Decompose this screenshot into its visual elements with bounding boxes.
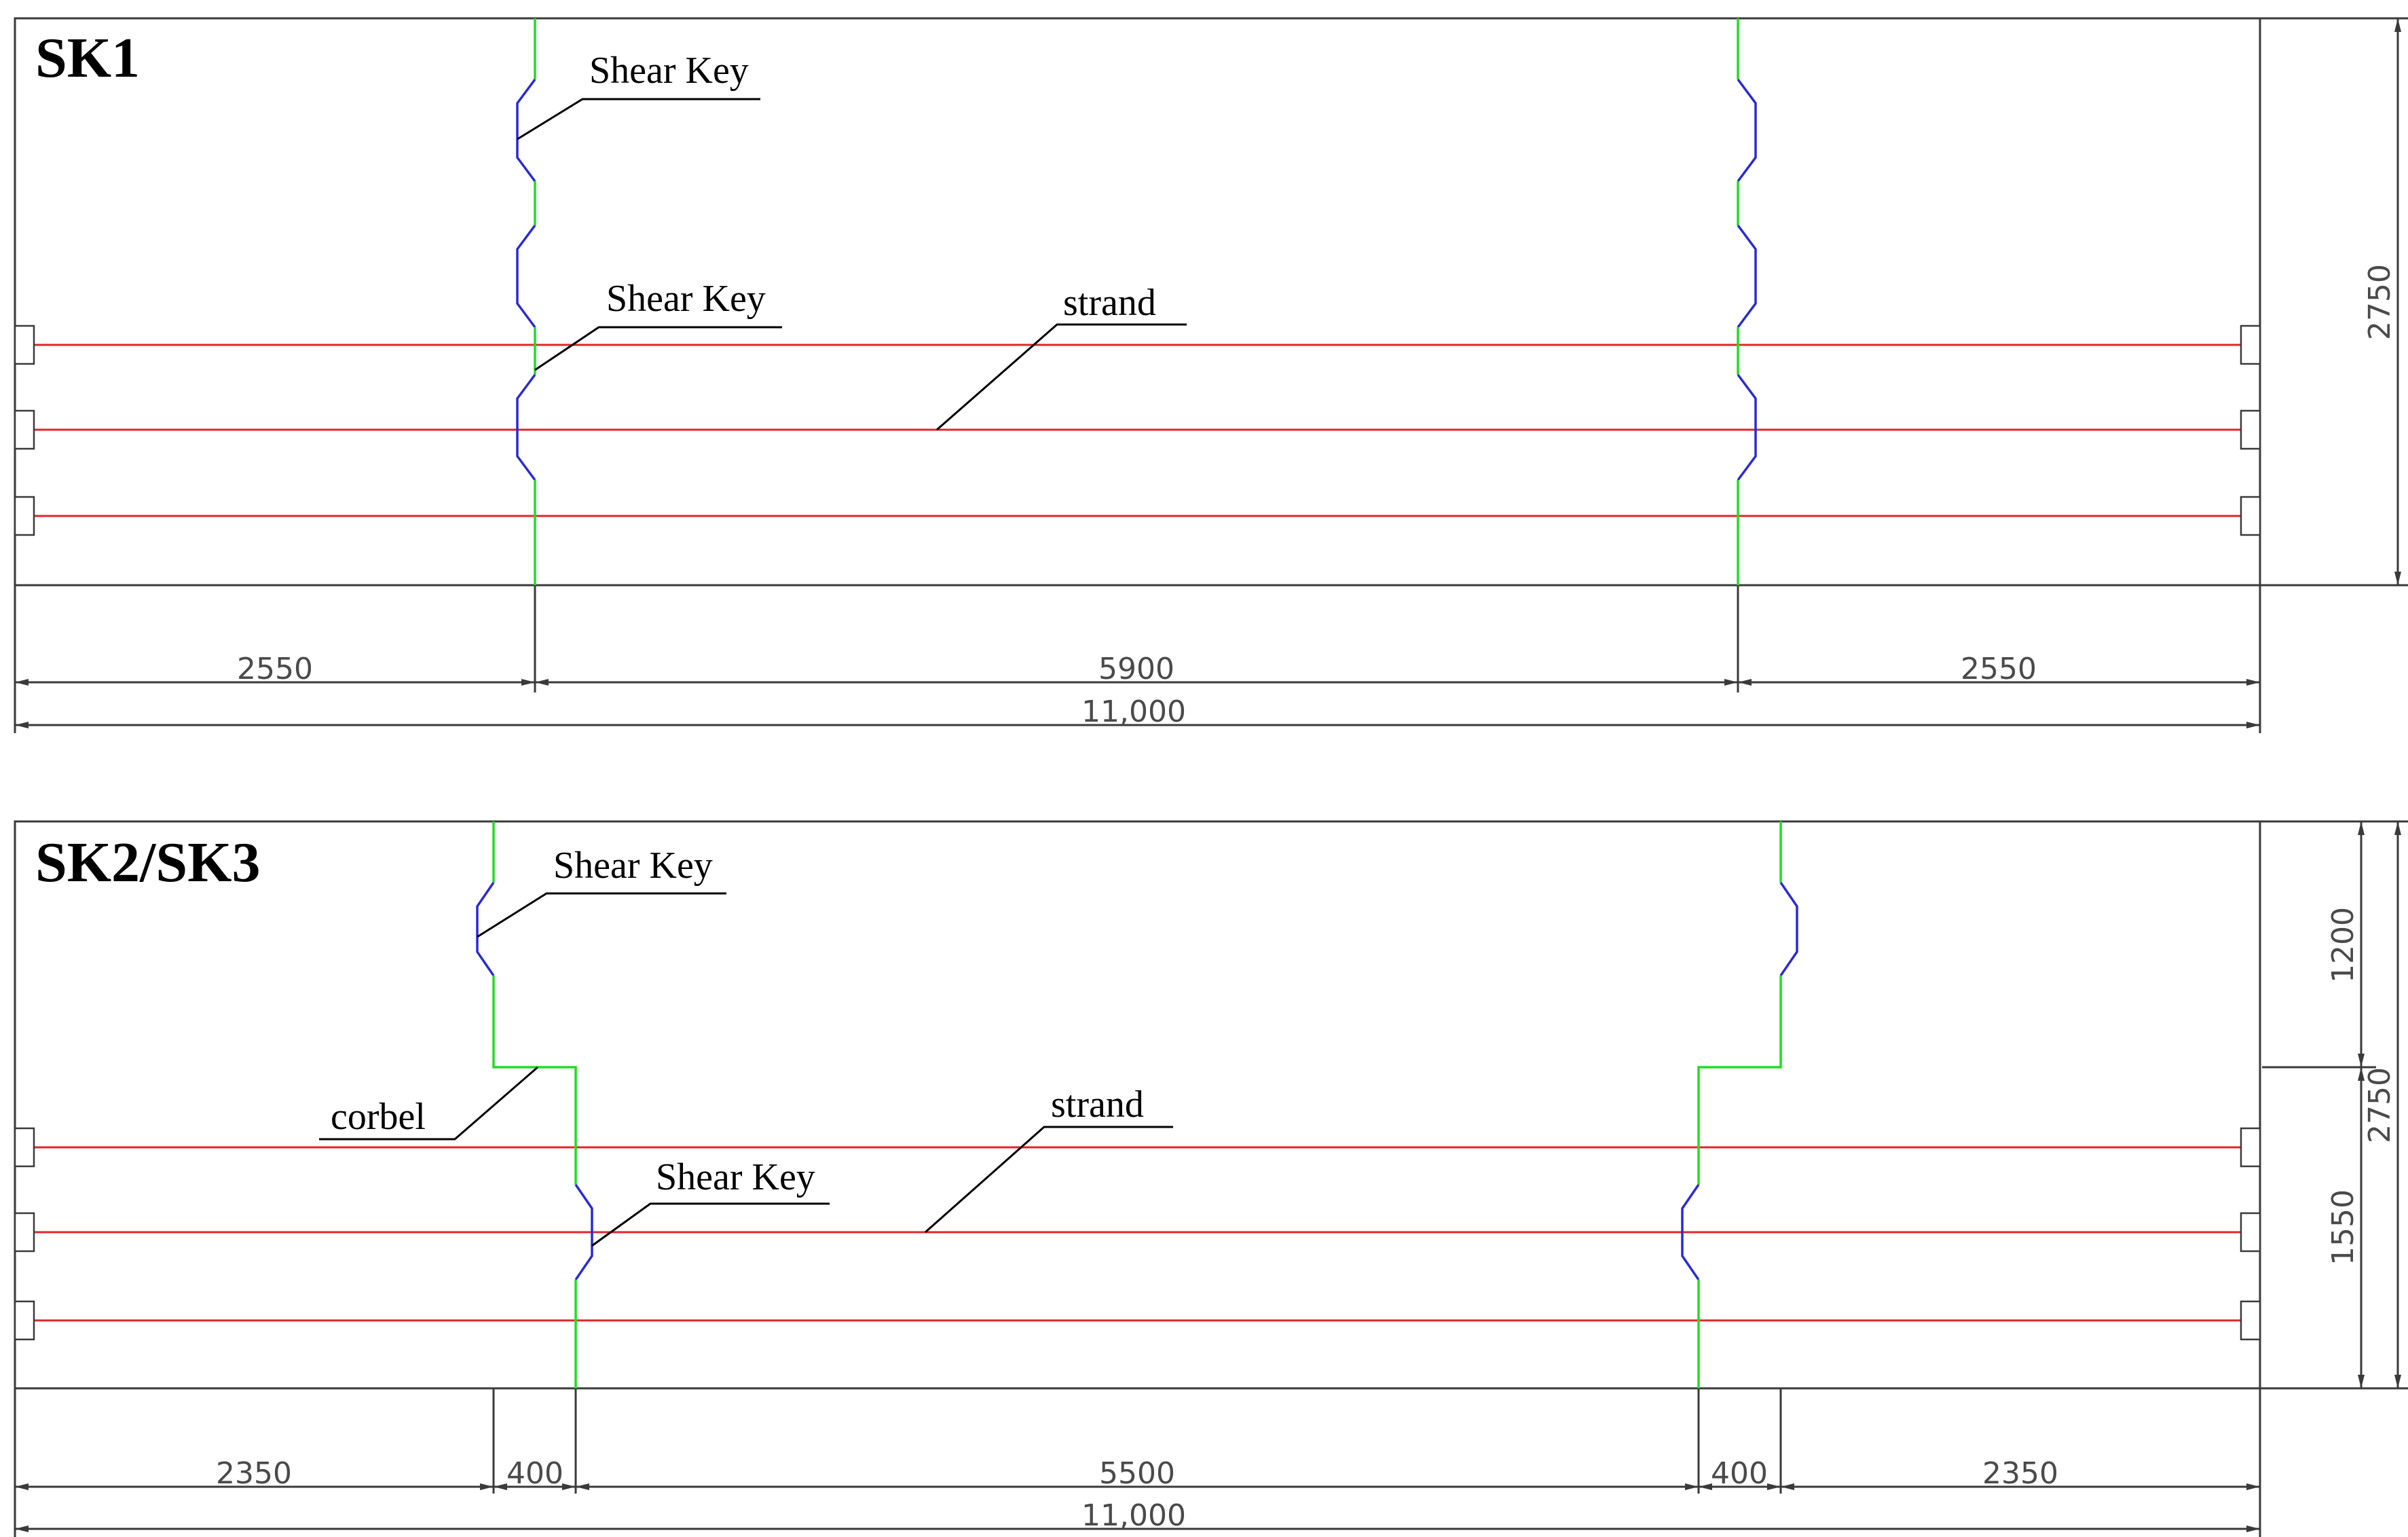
sk1-dim-total: 11,000 (1081, 695, 1186, 729)
sk23-dim-total: 11,000 (1081, 1498, 1186, 1533)
sk1-dim-right: 2550 (1961, 652, 2037, 686)
sk1-anchor-left-bottom (14, 496, 35, 536)
sk23-right-joint (1681, 821, 1798, 1388)
sk1-wall-outline (14, 17, 2261, 587)
sk23-corbel-label: corbel (331, 1096, 426, 1138)
sk23-dim-height-lower: 1550 (2326, 1189, 2360, 1265)
sk23-anchor-right-top (2240, 1127, 2261, 1168)
sk23-strand-label: strand (1051, 1084, 1144, 1126)
sk23-anchor-left-bottom (14, 1300, 35, 1341)
sk1-strands (15, 344, 2260, 517)
sk23-anchor-right-middle (2240, 1212, 2261, 1253)
sk23-shear-key-upper-label: Shear Key (553, 845, 713, 887)
sk23-dim-left-corbel: 400 (506, 1456, 563, 1491)
sk23-vertical-dimensions (2260, 820, 2408, 1390)
sk1-left-joint (516, 18, 536, 585)
sk23-wall-outline (14, 820, 2261, 1390)
sk1-dim-middle: 5900 (1098, 652, 1174, 686)
sk23-title: SK2/SK3 (35, 831, 260, 894)
sk23-dim-right: 2350 (1982, 1456, 2058, 1491)
sk23-shear-key-lower-label: Shear Key (656, 1156, 815, 1198)
sk23-strand-leader (925, 1126, 1173, 1234)
sk23-corbel-leader (319, 1066, 538, 1141)
sk1-shear-key-lower-label: Shear Key (606, 278, 766, 320)
sk23-anchor-left-middle (14, 1212, 35, 1253)
sk23-shear-key-upper-leader (477, 892, 726, 938)
sk23-dim-height-total: 2750 (2363, 1067, 2397, 1143)
sk1-anchor-left-top (14, 325, 35, 365)
sk23-dim-left: 2350 (216, 1456, 292, 1491)
sk23-horizontal-dimensions (14, 1388, 2261, 1537)
sk1-horizontal-dimensions (14, 585, 2261, 733)
sk1-anchor-right-top (2240, 325, 2261, 365)
sk23-shear-key-lower-leader (591, 1202, 830, 1247)
sk23-anchors (14, 1127, 2261, 1341)
sk1-dim-left: 2550 (237, 652, 313, 686)
sk1-shear-key-lower-leader (534, 326, 782, 371)
sk1-panel: SK1 Shear Key Shear Key strand 2550 5900… (14, 17, 2408, 733)
sk1-shear-key-upper-leader (517, 98, 760, 141)
sk23-strands (15, 1146, 2260, 1322)
sk1-vertical-dimension (2260, 17, 2408, 587)
sk23-panel: SK2/SK3 Shear Key corbel strand Shear Ke… (14, 820, 2408, 1537)
sk1-right-joint (1737, 18, 1757, 585)
sk1-shear-key-upper-label: Shear Key (589, 50, 749, 92)
sk1-anchor-left-middle (14, 409, 35, 450)
sk1-dim-height: 2750 (2363, 264, 2397, 340)
sk23-dim-right-corbel: 400 (1711, 1456, 1768, 1491)
sk1-anchors (14, 325, 2261, 536)
sk1-title: SK1 (35, 26, 140, 90)
sk1-anchor-right-middle (2240, 409, 2261, 450)
sk1-strand-leader (936, 323, 1187, 431)
sk23-left-joint (476, 821, 593, 1388)
sk23-anchor-right-bottom (2240, 1300, 2261, 1341)
sk23-dim-middle: 5500 (1099, 1456, 1175, 1491)
sk1-anchor-right-bottom (2240, 496, 2261, 536)
sk1-strand-label: strand (1063, 282, 1156, 324)
sk23-dim-height-upper: 1200 (2326, 907, 2360, 983)
sk23-anchor-left-top (14, 1127, 35, 1168)
